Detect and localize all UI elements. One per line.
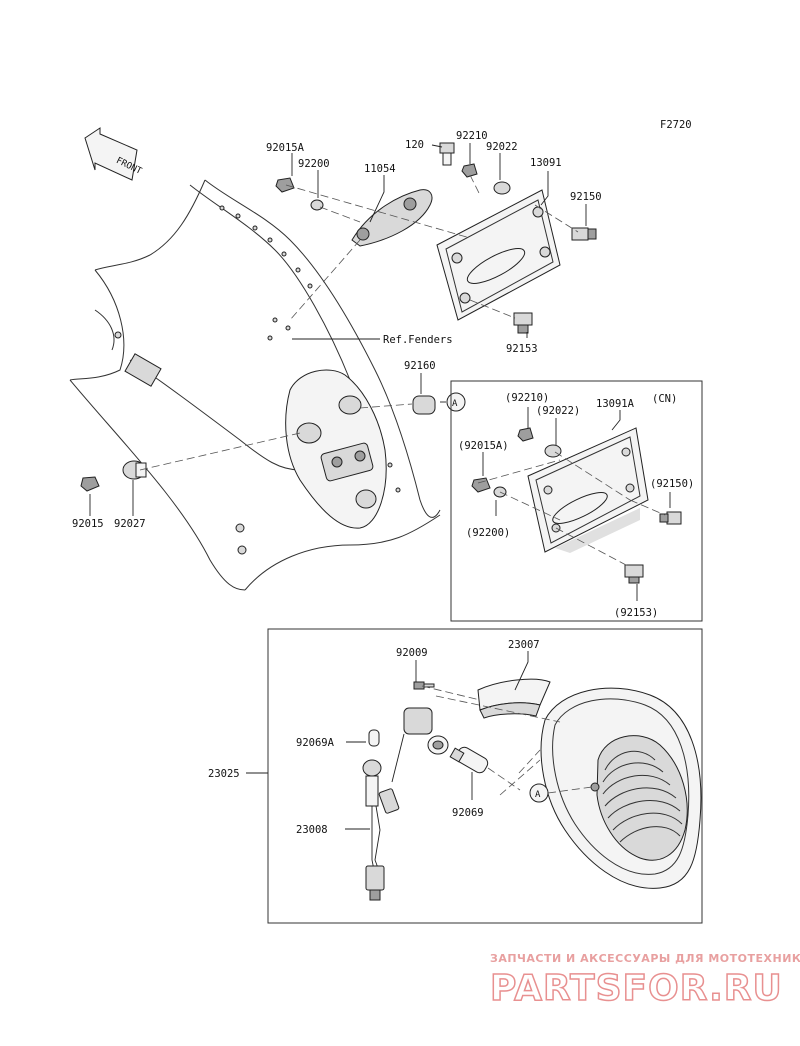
front-arrow-icon: FRONT	[84, 127, 144, 181]
label-120: 120	[405, 139, 424, 151]
label-11054: 11054	[364, 163, 396, 175]
tail-light-box	[267, 628, 703, 924]
nut-cn-92015A	[471, 477, 491, 493]
collar-92027	[122, 460, 147, 480]
lens-23007	[477, 678, 551, 719]
label-cn-92150: (92150)	[650, 478, 694, 490]
nut-cn-92210	[517, 427, 534, 442]
ref-fenders-label: Ref.Fenders	[383, 334, 453, 346]
washer-92200	[310, 199, 324, 211]
bolt-92153	[513, 312, 533, 334]
label-92015: 92015	[72, 518, 104, 530]
label-92027: 92027	[114, 518, 146, 530]
label-23008: 23008	[296, 824, 328, 836]
label-92069A: 92069A	[296, 737, 335, 749]
grommet-92160	[412, 395, 436, 415]
washer-92022	[493, 181, 511, 195]
bolt-120	[439, 142, 455, 166]
label-cn-92200: (92200)	[466, 527, 510, 539]
label-92009: 92009	[396, 647, 428, 659]
label-13091A: 13091A	[596, 398, 635, 410]
label-23007: 23007	[508, 639, 540, 651]
label-23025: 23025	[208, 768, 240, 780]
nut-92210	[461, 163, 478, 178]
label-92200: 92200	[298, 158, 330, 170]
cn-variant-box	[450, 380, 703, 622]
nut-92015A	[275, 177, 295, 193]
label-92160: 92160	[404, 360, 436, 372]
label-cn-92153: (92153)	[614, 607, 658, 619]
label-92069: 92069	[452, 807, 484, 819]
label-cn-92015A: (92015A)	[458, 440, 509, 452]
label-92210: 92210	[456, 130, 488, 142]
label-92015A: 92015A	[266, 142, 305, 154]
tail-lamp-housing	[540, 687, 702, 889]
label-92022: 92022	[486, 141, 518, 153]
watermark-logo: PARTSFOR.RU	[490, 968, 783, 1009]
nut-92015	[80, 476, 100, 492]
figure-code: F2720	[660, 119, 692, 131]
washer-cn-92022	[544, 444, 562, 458]
bolt-92150	[571, 227, 597, 241]
bulb-92069	[449, 746, 489, 774]
harness-23008	[362, 733, 405, 901]
callout-a-bottom	[529, 783, 549, 803]
callout-a-bottom-label: A	[535, 790, 541, 800]
label-92153: 92153	[506, 343, 538, 355]
label-cn-92210: (92210)	[505, 392, 549, 404]
plate-holder-13091A	[527, 427, 649, 553]
label-cn-92022: (92022)	[536, 405, 580, 417]
bolt-cn-92153	[624, 564, 644, 584]
screw-92009	[413, 681, 435, 690]
bulb-92069A	[368, 729, 380, 747]
plate-holder-13091	[436, 189, 561, 321]
callout-a-top-label: A	[452, 399, 458, 409]
variant-tag: (CN)	[652, 393, 677, 405]
label-13091: 13091	[530, 157, 562, 169]
watermark-tagline: ЗАПЧАСТИ И АКСЕССУАРЫ ДЛЯ МОТОТЕХНИКИ	[490, 952, 800, 965]
bracket-11054	[351, 189, 433, 247]
socket-assembly	[403, 707, 449, 755]
rear-fender	[69, 179, 441, 591]
label-92150: 92150	[570, 191, 602, 203]
bolt-cn-92150	[659, 511, 682, 525]
